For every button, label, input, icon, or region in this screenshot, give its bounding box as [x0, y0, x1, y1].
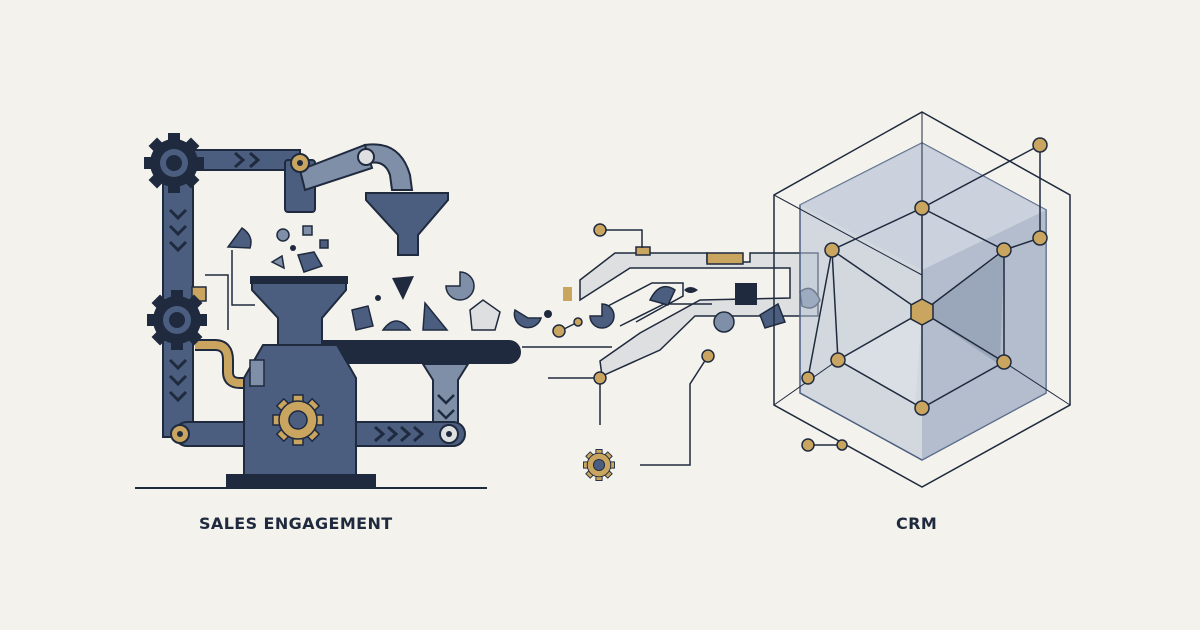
data-shapes: [226, 225, 583, 338]
network-node: [824, 242, 840, 258]
network-node: [996, 354, 1012, 370]
funnel-icon: [365, 192, 449, 256]
network-nodes: [801, 137, 1048, 452]
sales-engagement-label: SALES ENGAGEMENT: [199, 514, 393, 533]
pipeline-tab: [635, 246, 651, 256]
network-node: [836, 439, 848, 451]
network-hub: [910, 298, 934, 326]
arm-elbow: [298, 143, 374, 192]
rail-bolt: [446, 431, 452, 437]
network-node: [914, 200, 930, 216]
wire: [205, 274, 229, 330]
conveyor-support: [421, 363, 470, 431]
crm-label: CRM: [896, 514, 938, 533]
machine-base: [226, 474, 376, 488]
conveyor-belt: [303, 340, 521, 364]
conveyor-support-chevrons: [437, 394, 455, 420]
network-node: [801, 438, 815, 452]
cube-facet: [922, 252, 1004, 365]
gold-pipe: [195, 341, 262, 387]
cube-network: [773, 111, 1071, 488]
arm-pipe: [363, 143, 414, 191]
data-pipeline: [522, 223, 821, 481]
network-node: [1032, 137, 1048, 153]
bottom-rail-chevrons: [374, 425, 425, 443]
network-node: [1032, 230, 1048, 246]
network-node: [801, 371, 815, 385]
gear-icon: [583, 449, 615, 481]
arm-joint: [297, 160, 303, 166]
sales-engagement-machine: [135, 133, 521, 489]
arm-joint: [357, 148, 375, 166]
hopper-funnel: [251, 279, 347, 346]
network-node: [830, 352, 846, 368]
gear-icon: [147, 290, 207, 350]
pipeline-tab: [706, 252, 744, 265]
cube-facet: [838, 312, 922, 405]
rail-bolt: [177, 431, 183, 437]
chevron-marks: [168, 208, 188, 403]
network-node: [914, 400, 930, 416]
top-arm-chevrons: [234, 151, 261, 169]
gear-icon: [144, 133, 204, 193]
machine-panel: [249, 359, 265, 387]
network-node: [996, 242, 1012, 258]
gear-icon: [272, 394, 324, 446]
wire: [231, 250, 255, 306]
hopper-rim: [250, 276, 348, 284]
